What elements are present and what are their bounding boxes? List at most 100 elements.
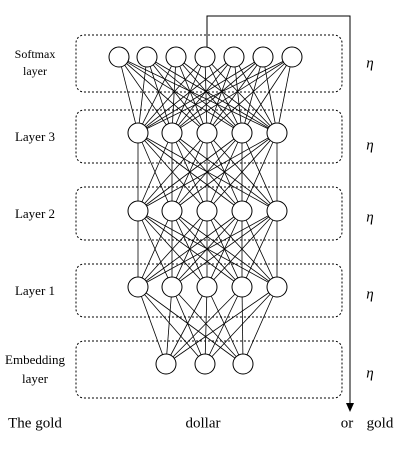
- learning-rate-symbol: η: [366, 365, 373, 381]
- neuron-node: [196, 122, 218, 144]
- connection-line: [146, 56, 173, 134]
- connection-line: [137, 132, 173, 212]
- neuron-node: [231, 122, 253, 144]
- neuron-node: [155, 353, 177, 375]
- connection-line: [146, 56, 208, 134]
- connection-line: [137, 132, 278, 212]
- connection-line: [171, 286, 206, 365]
- connection-line: [262, 56, 278, 134]
- connection-line: [171, 56, 235, 134]
- neuron-node: [266, 276, 288, 298]
- layer-label: Embedding: [5, 352, 65, 367]
- learning-rate-symbol: η: [366, 286, 373, 302]
- feedback-arrow-line: [206, 15, 351, 404]
- output-word: gold: [367, 415, 394, 431]
- neuron-node: [266, 122, 288, 144]
- learning-rate-symbol: η: [366, 209, 373, 225]
- connection-line: [137, 132, 243, 212]
- connection-line: [204, 56, 208, 134]
- connection-line: [137, 56, 206, 134]
- neuron-node: [196, 276, 218, 298]
- connection-line: [233, 56, 278, 134]
- connection-line: [206, 56, 293, 134]
- neuron-node: [231, 200, 253, 222]
- neuron-node: [252, 46, 274, 68]
- layer-label: layer: [23, 64, 47, 78]
- connection-line: [137, 56, 177, 134]
- input-word: The gold: [8, 415, 62, 431]
- neuron-node: [127, 200, 149, 222]
- connection-line: [137, 286, 167, 365]
- neuron-node: [266, 200, 288, 222]
- connection-line: [165, 286, 243, 365]
- connection-line: [146, 56, 278, 134]
- connection-line: [204, 286, 208, 365]
- connection-line: [137, 132, 208, 212]
- layer-label: Layer 2: [15, 206, 55, 221]
- connection-line: [233, 56, 243, 134]
- connection-line: [175, 56, 208, 134]
- connection-line: [137, 210, 173, 288]
- neuron-node: [232, 353, 254, 375]
- neuron-node: [127, 276, 149, 298]
- connection-line: [165, 286, 173, 365]
- connection-line: [171, 56, 206, 134]
- connection-line: [241, 56, 264, 134]
- neuron-node: [161, 276, 183, 298]
- layer-label: Softmax: [15, 47, 56, 61]
- neuron-node: [194, 353, 216, 375]
- connection-line: [171, 56, 177, 134]
- layer-label: Layer 3: [15, 129, 55, 144]
- neuron-node: [108, 46, 130, 68]
- connection-line: [171, 56, 293, 134]
- connection-line: [137, 56, 264, 134]
- layer-label: Layer 1: [15, 283, 55, 298]
- connection-line: [204, 56, 243, 134]
- connection-line: [165, 286, 208, 365]
- connection-line: [175, 56, 278, 134]
- connection-line: [137, 56, 235, 134]
- neuron-node: [127, 122, 149, 144]
- connection-line: [137, 56, 293, 134]
- connection-line: [206, 132, 278, 212]
- connection-line: [204, 56, 278, 134]
- connection-line: [137, 286, 206, 365]
- neuron-node: [281, 46, 303, 68]
- neuron-node: [223, 46, 245, 68]
- neuron-node: [231, 276, 253, 298]
- connection-line: [171, 210, 278, 288]
- layer-box-2: [75, 186, 343, 241]
- connection-line: [171, 56, 264, 134]
- connection-line: [206, 210, 278, 288]
- connection-line: [206, 56, 235, 134]
- connection-line: [204, 286, 278, 365]
- learning-rate-symbol: η: [366, 55, 373, 71]
- connection-line: [118, 56, 139, 134]
- connection-line: [137, 210, 243, 288]
- connection-line: [242, 286, 278, 365]
- layer-box-3: [75, 263, 343, 318]
- arrowhead-icon: [346, 403, 354, 412]
- connection-line: [137, 286, 244, 365]
- connection-line: [241, 286, 244, 365]
- connection-line: [204, 286, 243, 365]
- connection-line: [171, 132, 278, 212]
- connection-line: [276, 56, 293, 134]
- connection-line: [206, 286, 244, 365]
- neuron-node: [161, 122, 183, 144]
- input-word: dollar: [186, 415, 221, 431]
- connection-line: [206, 56, 264, 134]
- connection-line: [118, 56, 208, 134]
- connection-line: [137, 210, 208, 288]
- connection-line: [241, 210, 278, 288]
- connection-line: [175, 56, 243, 134]
- neuron-node: [161, 200, 183, 222]
- layer-box-4: [75, 340, 343, 399]
- connection-line: [146, 56, 243, 134]
- connection-line: [137, 56, 148, 134]
- connection-line: [137, 210, 278, 288]
- neuron-node: [196, 200, 218, 222]
- connection-line: [171, 286, 244, 365]
